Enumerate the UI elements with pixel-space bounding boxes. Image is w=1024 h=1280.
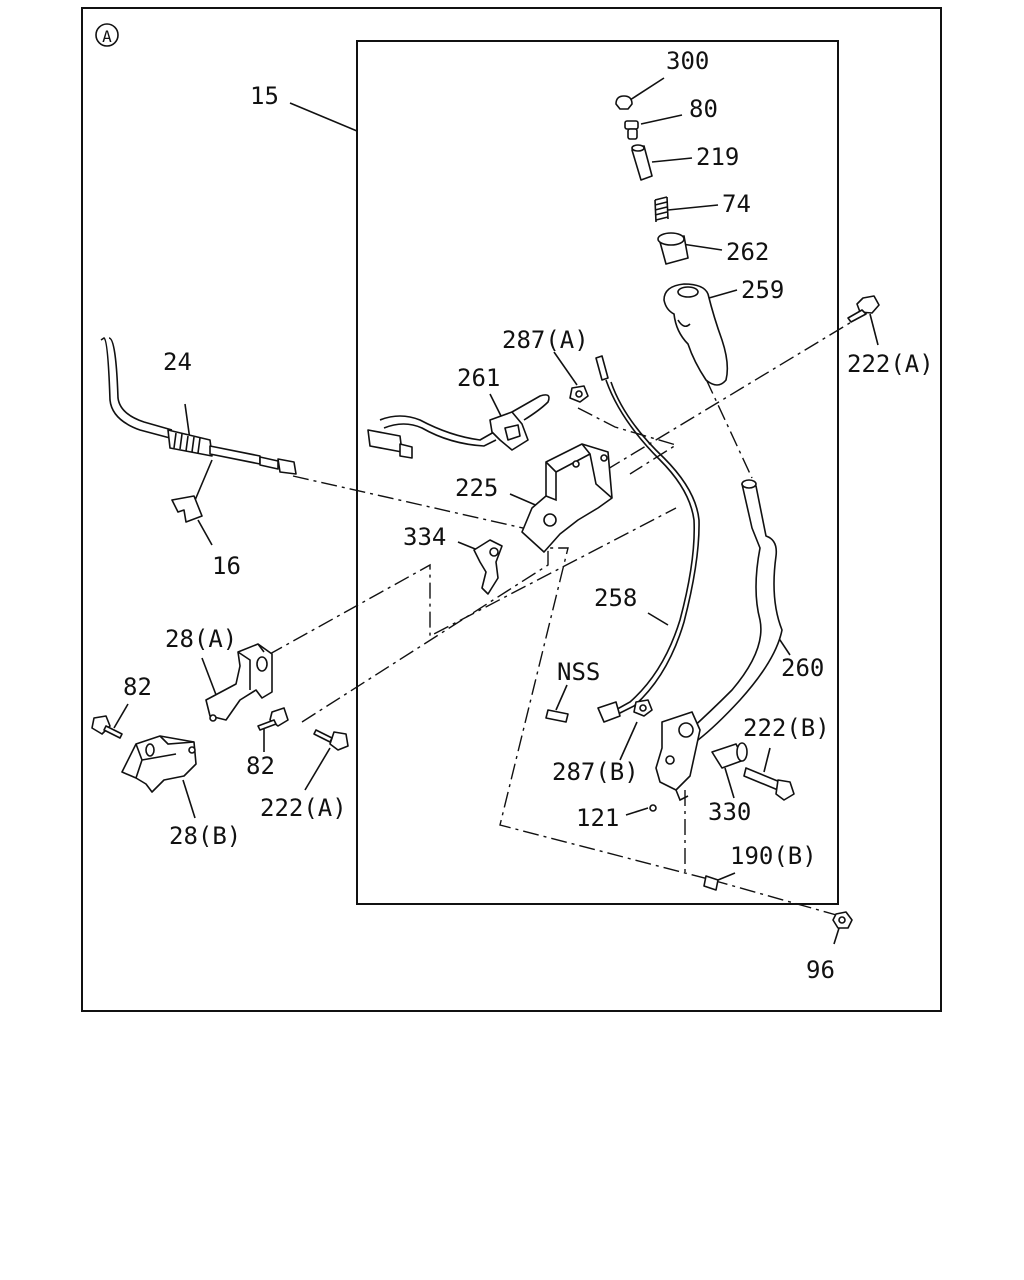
inner-frame <box>356 40 839 905</box>
clip-121 <box>649 804 657 812</box>
label-260: 260 <box>781 654 824 682</box>
label-16: 16 <box>212 552 241 580</box>
label-225: 225 <box>455 474 498 502</box>
cap-300 <box>615 95 633 110</box>
bolt-190b <box>703 875 719 891</box>
label-28a: 28(A) <box>165 625 237 653</box>
pin-nss <box>545 709 569 723</box>
clip-16 <box>171 495 203 523</box>
bracket-225 <box>521 443 613 553</box>
knob-259 <box>663 283 729 386</box>
label-287b: 287(B) <box>552 758 639 786</box>
lever-334 <box>473 539 503 595</box>
bushing-262 <box>657 232 689 265</box>
label-330: 330 <box>708 798 751 826</box>
nut-287b <box>633 699 653 717</box>
view-marker-letter: A <box>102 27 112 46</box>
label-222b: 222(B) <box>743 714 830 742</box>
label-82-mid: 82 <box>246 752 275 780</box>
label-82-left: 82 <box>123 673 152 701</box>
spring-74 <box>654 196 669 223</box>
label-262: 262 <box>726 238 769 266</box>
outer-frame <box>81 7 942 1012</box>
bolt-222a-bottom <box>313 729 349 751</box>
cable-258 <box>595 355 700 723</box>
cable-24 <box>100 337 297 475</box>
label-190b: 190(B) <box>730 842 817 870</box>
bolt-222a-top <box>847 295 880 323</box>
nut-96 <box>832 911 853 929</box>
switch-261 <box>367 394 550 459</box>
label-287a: 287(A) <box>502 326 589 354</box>
label-258: 258 <box>594 584 637 612</box>
label-300: 300 <box>666 47 709 75</box>
label-96: 96 <box>806 956 835 984</box>
nut-80 <box>624 120 639 140</box>
label-261: 261 <box>457 364 500 392</box>
bolt-82-left <box>91 715 123 739</box>
collar-330 <box>711 742 748 769</box>
label-80: 80 <box>689 95 718 123</box>
nut-287a <box>569 385 589 403</box>
label-nss: NSS <box>557 658 600 686</box>
label-24: 24 <box>163 348 192 376</box>
bracket-28a <box>205 643 273 722</box>
bracket-28b <box>121 735 197 793</box>
label-121: 121 <box>576 804 619 832</box>
label-219: 219 <box>696 143 739 171</box>
label-15: 15 <box>250 82 279 110</box>
pin-219 <box>631 144 653 181</box>
view-marker: A <box>95 23 119 47</box>
label-222a-top: 222(A) <box>847 350 934 378</box>
label-259: 259 <box>741 276 784 304</box>
bolt-222b <box>743 767 795 801</box>
label-28b: 28(B) <box>169 822 241 850</box>
bolt-82-mid <box>257 707 289 731</box>
shift-lever-260 <box>655 479 783 802</box>
label-334: 334 <box>403 523 446 551</box>
label-222a-bottom: 222(A) <box>260 794 347 822</box>
label-74: 74 <box>722 190 751 218</box>
alignment-lines <box>267 311 869 917</box>
leader-lines <box>113 77 879 945</box>
